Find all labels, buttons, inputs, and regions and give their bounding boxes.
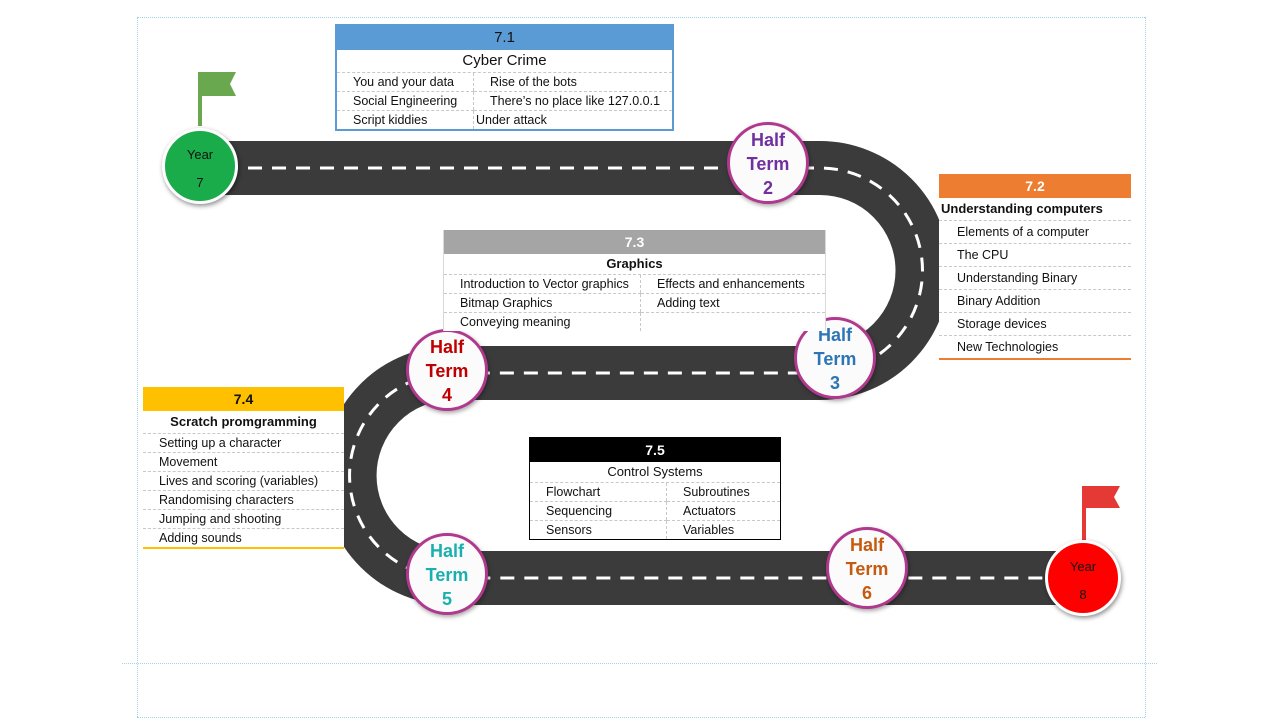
unit-7-2-title: Understanding computers [939, 198, 1131, 221]
unit-7-3-topics: Introduction to Vector graphics Effects … [444, 275, 825, 331]
unit-7-3-title: Graphics [444, 254, 825, 275]
list-item: Lives and scoring (variables) [143, 472, 344, 491]
end-label-line2: 8 [1079, 587, 1087, 602]
topic: Flowchart [530, 483, 667, 502]
end-label-line1: Year [1069, 559, 1097, 574]
half-term-3-marker: Half Term 3 [794, 317, 876, 399]
topic: Effects and enhancements [640, 275, 825, 294]
half-term-2-line3: 2 [762, 178, 773, 198]
unit-7-5-number: 7.5 [530, 438, 780, 462]
unit-7-4-topics: Setting up a character Movement Lives an… [143, 434, 344, 547]
half-term-3-line3: 3 [829, 373, 840, 393]
unit-7-1-topics: You and your data Rise of the bots Socia… [337, 73, 672, 129]
list-item: Jumping and shooting [143, 510, 344, 529]
list-item: Randomising characters [143, 491, 344, 510]
topic: Conveying meaning [460, 315, 571, 329]
topic: Introduction to Vector graphics [444, 275, 641, 294]
half-term-6-marker: Half Term 6 [826, 527, 908, 609]
unit-7-4-card: 7.4 Scratch promgramming Setting up a ch… [143, 387, 344, 549]
unit-7-3-card: 7.3 Graphics Introduction to Vector grap… [443, 230, 826, 331]
start-flag-icon [198, 72, 236, 126]
half-term-5-line1: Half [429, 541, 464, 561]
topic: There’s no place like 127.0.0.1 [473, 91, 672, 111]
table-row: Script kiddies Under attack [337, 110, 672, 129]
unit-7-4-number: 7.4 [143, 387, 344, 411]
half-term-3-line1: Half [817, 325, 852, 345]
unit-7-5-title: Control Systems [530, 462, 780, 483]
half-term-2-line1: Half [750, 130, 785, 150]
topic: Script kiddies [353, 113, 428, 127]
year-7-start-marker: Year 7 [162, 128, 238, 204]
slide-guide-middle [122, 663, 1157, 664]
table-row: Bitmap Graphics Adding text [444, 293, 825, 313]
start-label-line2: 7 [196, 175, 204, 190]
topic: You and your data [337, 73, 474, 92]
half-term-3-line2: Term [813, 349, 857, 369]
unit-7-4-title: Scratch promgramming [143, 411, 344, 434]
list-item: Movement [143, 453, 344, 472]
half-term-6-line3: 6 [861, 583, 872, 603]
list-item: Adding sounds [159, 531, 242, 545]
table-row: Conveying meaning [444, 312, 825, 331]
half-term-4-marker: Half Term 4 [406, 329, 488, 411]
half-term-4-line3: 4 [441, 385, 452, 405]
unit-7-3-number: 7.3 [444, 230, 825, 254]
unit-7-2-card: 7.2 Understanding computers Elements of … [939, 174, 1131, 360]
half-term-5-marker: Half Term 5 [406, 533, 488, 615]
list-item: New Technologies [957, 340, 1059, 354]
topic: Under attack [473, 110, 672, 129]
slide-guide-right [1145, 17, 1146, 717]
half-term-5-line3: 5 [441, 589, 452, 609]
list-item: Storage devices [939, 313, 1131, 336]
topic: Actuators [666, 501, 780, 521]
unit-7-2-number: 7.2 [939, 174, 1131, 198]
topic [640, 312, 825, 331]
table-row: Flowchart Subroutines [530, 483, 780, 502]
unit-7-5-card: 7.5 Control Systems Flowchart Subroutine… [529, 437, 781, 540]
end-flag-icon [1082, 486, 1120, 542]
topic: Social Engineering [337, 91, 474, 111]
half-term-6-line1: Half [849, 535, 884, 555]
topic: Sensors [546, 523, 592, 537]
slide-guide-bottom [137, 717, 1145, 718]
unit-7-5-topics: Flowchart Subroutines Sequencing Actuato… [530, 483, 780, 539]
list-item: The CPU [939, 244, 1131, 267]
unit-7-1-card: 7.1 Cyber Crime You and your data Rise o… [335, 24, 674, 131]
topic: Variables [666, 520, 780, 539]
half-term-4-line1: Half [429, 337, 464, 357]
unit-7-2-topics: Elements of a computer The CPU Understan… [939, 221, 1131, 358]
half-term-6-line2: Term [845, 559, 889, 579]
table-row: You and your data Rise of the bots [337, 73, 672, 92]
start-label-line1: Year [186, 147, 214, 162]
list-item: Binary Addition [939, 290, 1131, 313]
topic: Bitmap Graphics [444, 293, 641, 313]
table-row: Sequencing Actuators [530, 501, 780, 521]
unit-7-1-number: 7.1 [337, 26, 672, 50]
list-item: Setting up a character [143, 434, 344, 453]
slide-guide-left [137, 17, 138, 717]
road-dashes [200, 166, 1085, 580]
table-row: Sensors Variables [530, 520, 780, 539]
half-term-2-line2: Term [746, 154, 790, 174]
half-term-2-marker: Half Term 2 [727, 122, 809, 204]
topic: Subroutines [666, 483, 780, 502]
table-row: Social Engineering There’s no place like… [337, 91, 672, 111]
year-8-end-marker: Year 8 [1045, 540, 1121, 616]
unit-7-1-title: Cyber Crime [337, 50, 672, 73]
list-item: Elements of a computer [939, 221, 1131, 244]
slide-guide-top [137, 17, 1145, 18]
topic: Sequencing [530, 501, 667, 521]
half-term-4-line2: Term [425, 361, 469, 381]
half-term-5-line2: Term [425, 565, 469, 585]
topic: Rise of the bots [473, 73, 672, 92]
topic: Adding text [640, 293, 825, 313]
list-item: Understanding Binary [939, 267, 1131, 290]
table-row: Introduction to Vector graphics Effects … [444, 275, 825, 294]
